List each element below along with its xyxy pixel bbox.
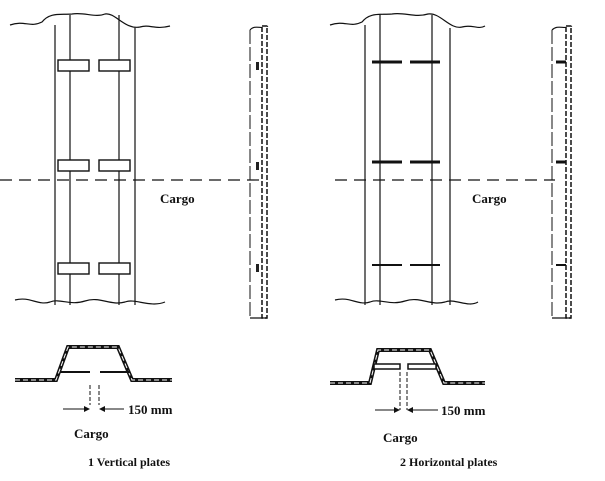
break-line-top (329, 12, 486, 29)
plate (98, 159, 131, 172)
dimension-label: 150 mm (441, 403, 486, 418)
left-frame-front-view (0, 12, 260, 305)
cargo-label: Cargo (472, 191, 507, 206)
plate (373, 363, 401, 370)
cargo-label: Cargo (160, 191, 195, 206)
vertical-plates (57, 59, 131, 275)
break-line-bottom (14, 298, 166, 305)
caption: 1 Vertical plates (88, 455, 170, 469)
dimension-label: 150 mm (128, 402, 173, 417)
break-line-top (9, 12, 171, 29)
right-section-profile (330, 348, 485, 413)
plate (57, 262, 90, 275)
caption: 2 Horizontal plates (400, 455, 498, 469)
left-section-profile (15, 345, 172, 412)
left-frame-side-view (249, 25, 269, 319)
right-frame-side-view (551, 25, 573, 319)
cargo-label: Cargo (383, 430, 418, 445)
plate (407, 363, 437, 370)
plate (57, 159, 90, 172)
plate (98, 262, 131, 275)
right-frame-front-view (329, 12, 555, 305)
cargo-label: Cargo (74, 426, 109, 441)
horizontal-plates (372, 60, 440, 266)
plate (57, 59, 90, 72)
plate (98, 59, 131, 72)
